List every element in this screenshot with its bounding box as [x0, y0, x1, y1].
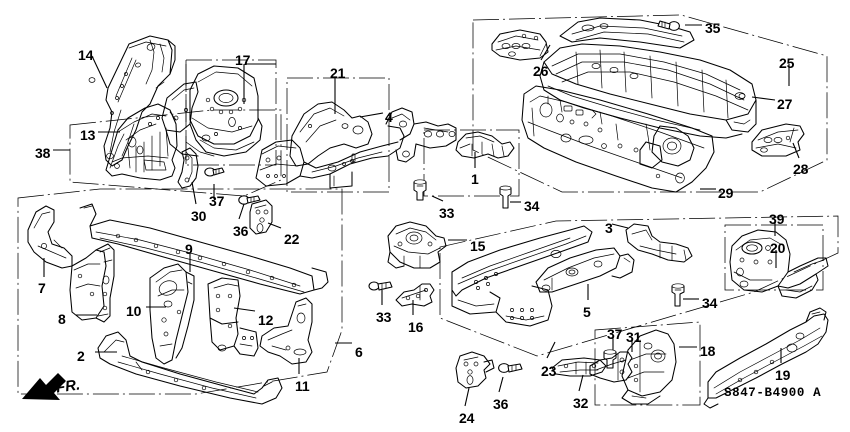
drawing-part-number: S847-B4900 A [724, 386, 822, 400]
part-24-artwork [455, 351, 495, 389]
part-10-artwork [149, 263, 195, 365]
callout-14[interactable]: 14 [78, 47, 94, 63]
callout-15[interactable]: 15 [470, 238, 486, 254]
part-16-artwork [395, 283, 435, 307]
part-27-artwork [539, 17, 757, 139]
part-36-bolt-upper [238, 195, 261, 205]
callout-32[interactable]: 32 [573, 395, 589, 411]
part-18-artwork [621, 329, 677, 405]
callout-27[interactable]: 27 [777, 96, 793, 112]
part-37-bolt-upper [204, 167, 225, 177]
part-19-artwork [703, 307, 829, 409]
callout-31[interactable]: 31 [626, 329, 642, 345]
part-29-artwork [521, 85, 715, 193]
callout-16[interactable]: 16 [408, 319, 424, 335]
callout-11[interactable]: 11 [295, 378, 310, 394]
callout-36[interactable]: 36 [233, 223, 249, 239]
callout-1[interactable]: 1 [471, 171, 479, 187]
part-13-artwork [105, 103, 178, 181]
part-17-artwork [161, 65, 263, 157]
callout-6[interactable]: 6 [355, 344, 363, 360]
part-33-bolt-upper [413, 179, 427, 201]
callout-7[interactable]: 7 [38, 280, 46, 296]
callout-21[interactable]: 21 [330, 65, 346, 81]
part-36-bolt-lower [498, 363, 523, 373]
callout-36[interactable]: 36 [493, 396, 509, 412]
part-35-bolt [657, 20, 680, 31]
part-8-artwork [69, 243, 115, 323]
callout-12[interactable]: 12 [258, 312, 274, 328]
callout-37[interactable]: 37 [607, 326, 623, 342]
part-28-artwork [751, 123, 805, 157]
part-3-artwork [625, 223, 693, 263]
callout-24[interactable]: 24 [459, 410, 475, 426]
part-11-artwork [259, 297, 313, 365]
callout-5[interactable]: 5 [583, 304, 591, 320]
fr-arrow [22, 373, 66, 400]
callout-10[interactable]: 10 [126, 303, 142, 319]
callout-25[interactable]: 25 [779, 55, 795, 71]
part-21-artwork [255, 101, 457, 189]
callout-2[interactable]: 2 [77, 348, 85, 364]
callout-26[interactable]: 26 [533, 63, 549, 79]
part-22-artwork [249, 199, 273, 235]
part-23-artwork [451, 225, 635, 327]
part-31-artwork [589, 351, 633, 383]
callout-28[interactable]: 28 [793, 161, 809, 177]
callout-4[interactable]: 4 [385, 109, 393, 125]
callout-9[interactable]: 9 [185, 241, 193, 257]
callout-22[interactable]: 22 [284, 231, 300, 247]
callout-33[interactable]: 33 [376, 309, 392, 325]
callout-8[interactable]: 8 [58, 311, 66, 327]
front-direction-label: FR. [54, 376, 82, 397]
callout-18[interactable]: 18 [700, 343, 716, 359]
part-1-artwork [455, 131, 515, 159]
callout-38[interactable]: 38 [35, 145, 51, 161]
callout-39[interactable]: 39 [769, 211, 785, 227]
part-30-artwork [177, 147, 199, 189]
part-34-bolt-lower [671, 283, 685, 307]
callout-29[interactable]: 29 [718, 185, 734, 201]
part-9-artwork [79, 203, 329, 295]
callout-23[interactable]: 23 [541, 363, 557, 379]
part-34-bolt-upper [499, 185, 512, 209]
callout-35[interactable]: 35 [705, 20, 721, 36]
callout-33[interactable]: 33 [439, 205, 455, 221]
part-33-bolt-lower [368, 281, 393, 291]
part-15-artwork [387, 221, 447, 269]
callout-30[interactable]: 30 [191, 208, 207, 224]
callout-13[interactable]: 13 [80, 127, 96, 143]
callout-3[interactable]: 3 [605, 220, 613, 236]
part-7-artwork [27, 205, 73, 269]
part-32-artwork [551, 357, 607, 377]
callout-20[interactable]: 20 [770, 240, 786, 256]
part-26-artwork [491, 29, 549, 61]
callout-34[interactable]: 34 [702, 295, 718, 311]
part-12-artwork [207, 277, 259, 357]
part-2-artwork [97, 331, 283, 405]
callout-19[interactable]: 19 [775, 367, 791, 383]
callout-37[interactable]: 37 [209, 193, 225, 209]
callout-34[interactable]: 34 [524, 198, 540, 214]
part-14-artwork [88, 35, 176, 167]
part-20-artwork [729, 229, 829, 299]
callout-17[interactable]: 17 [235, 52, 251, 68]
